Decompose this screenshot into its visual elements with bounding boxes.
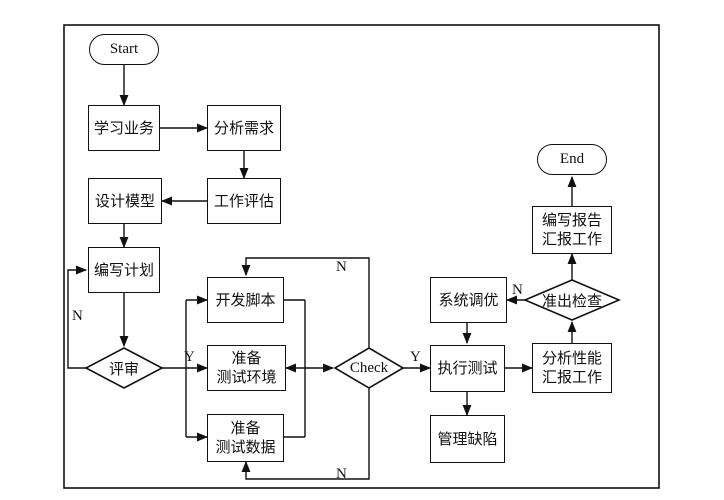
exit-no-label: N — [512, 282, 523, 298]
work-assessment-box: 工作评估 — [207, 178, 281, 224]
write-plan-box: 编写计划 — [88, 247, 160, 293]
execute-test-box: 执行测试 — [430, 345, 505, 392]
end-node: End — [537, 144, 607, 175]
review-yes-label: Y — [184, 349, 195, 365]
manage-defects-box: 管理缺陷 — [430, 415, 505, 463]
exit-check-diamond — [522, 279, 622, 321]
analyze-performance-box: 分析性能 汇报工作 — [532, 343, 612, 393]
review-label: 评审 — [108, 359, 139, 378]
edge-check-no-top — [241, 257, 370, 348]
develop-scripts-box: 开发脚本 — [207, 277, 284, 323]
review-no-label: N — [72, 308, 83, 324]
check-no-top-label: N — [336, 259, 347, 275]
edge-review-no — [67, 265, 88, 369]
design-model-box: 设计模型 — [88, 178, 162, 224]
start-node: Start — [89, 34, 159, 65]
check-yes-label: Y — [410, 349, 421, 365]
exit-check-label: 准出检查 — [541, 291, 602, 310]
edge-check-no-bottom — [241, 388, 370, 480]
review-diamond — [84, 347, 164, 389]
system-tuning-box: 系统调优 — [430, 277, 507, 323]
prepare-test-env-box: 准备 测试环境 — [207, 345, 286, 391]
write-report-box: 编写报告 汇报工作 — [532, 206, 612, 254]
analyze-requirements-box: 分析需求 — [207, 105, 281, 151]
check-label: Check — [349, 359, 389, 376]
study-business-box: 学习业务 — [88, 105, 160, 151]
check-no-bottom-label: N — [336, 466, 347, 482]
outer-border — [63, 24, 660, 489]
prepare-test-data-box: 准备 测试数据 — [207, 414, 284, 462]
